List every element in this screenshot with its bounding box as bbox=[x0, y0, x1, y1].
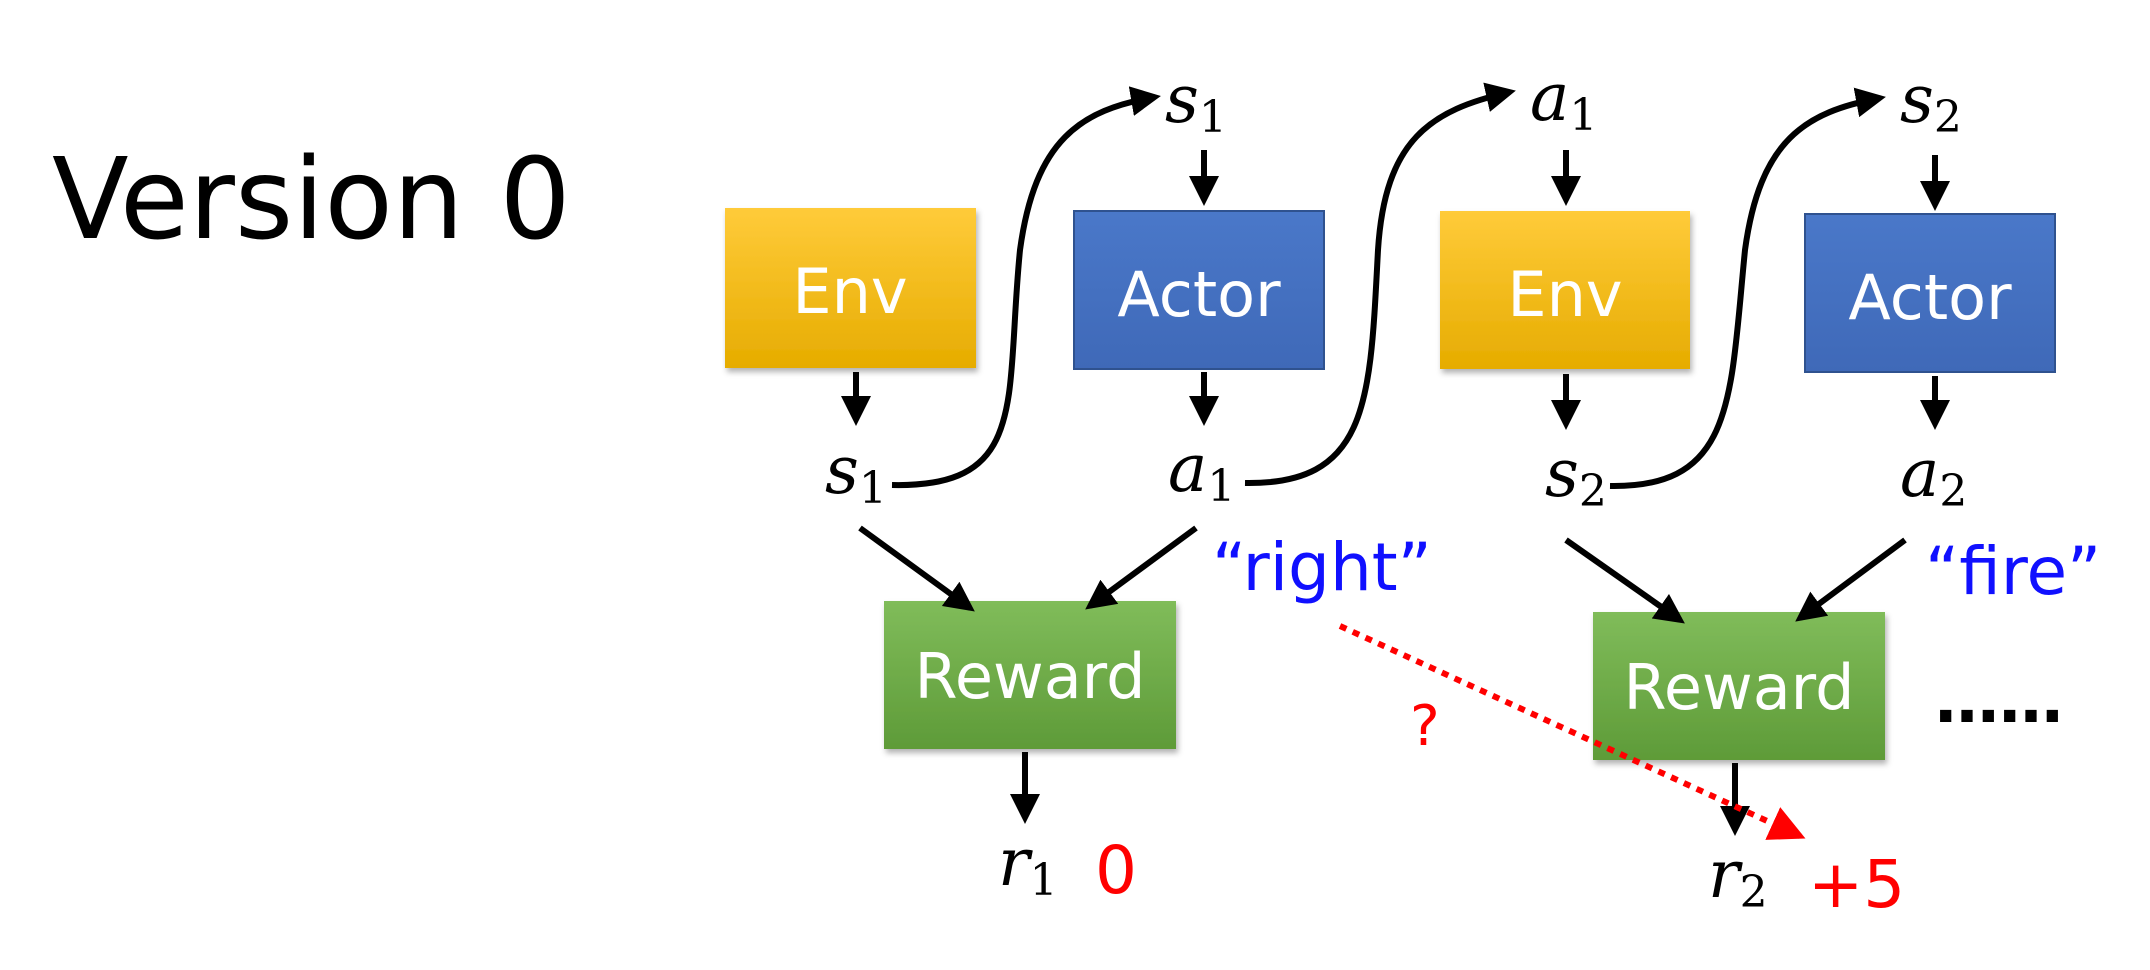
arrow-a2-to-reward2 bbox=[1795, 537, 1907, 622]
actor-box-2-label: Actor bbox=[1848, 261, 2012, 334]
action-fire-label: “fire” bbox=[1925, 533, 2101, 610]
arrow-s2-to-reward2 bbox=[1564, 537, 1685, 624]
reward-value-plus5: +5 bbox=[1808, 846, 1905, 923]
question-mark: ? bbox=[1410, 694, 1440, 759]
page-title: Version 0 bbox=[52, 135, 571, 265]
actor-box-1-label: Actor bbox=[1117, 258, 1281, 331]
env-box-1: Env bbox=[725, 208, 976, 368]
action-right-label: “right” bbox=[1212, 529, 1432, 606]
actor-box-1: Actor bbox=[1073, 210, 1325, 370]
label-a1-mid: a1 bbox=[1168, 430, 1235, 512]
label-r1: r1 bbox=[998, 824, 1058, 906]
label-r2: r2 bbox=[1708, 836, 1768, 918]
arrow-a1-to-reward1 bbox=[1085, 525, 1198, 610]
env-box-1-label: Env bbox=[792, 255, 907, 328]
reward-value-0: 0 bbox=[1095, 832, 1137, 909]
label-a1-top: a1 bbox=[1530, 59, 1597, 141]
ellipsis: …… bbox=[1935, 664, 2063, 738]
curve-s2-to-top bbox=[1609, 87, 1886, 490]
dashed-credit-arrow bbox=[1338, 623, 1806, 840]
arrow-s1-to-reward1 bbox=[858, 525, 975, 612]
actor-box-2: Actor bbox=[1804, 213, 2056, 373]
label-s2-mid: s2 bbox=[1545, 435, 1607, 517]
curve-a1-to-top bbox=[1244, 82, 1516, 487]
env-box-2-label: Env bbox=[1507, 258, 1622, 331]
reward-box-2: Reward bbox=[1593, 612, 1885, 760]
label-s1-mid: s1 bbox=[825, 432, 887, 514]
env-box-2: Env bbox=[1440, 211, 1690, 369]
label-s2-top: s2 bbox=[1900, 61, 1962, 143]
reward-box-1-label: Reward bbox=[915, 640, 1146, 713]
label-a2-mid: a2 bbox=[1900, 435, 1967, 517]
reward-box-1: Reward bbox=[884, 601, 1176, 749]
label-s1-top: s1 bbox=[1165, 61, 1227, 143]
curve-s1-to-top bbox=[891, 86, 1161, 489]
reward-box-2-label: Reward bbox=[1624, 651, 1855, 724]
